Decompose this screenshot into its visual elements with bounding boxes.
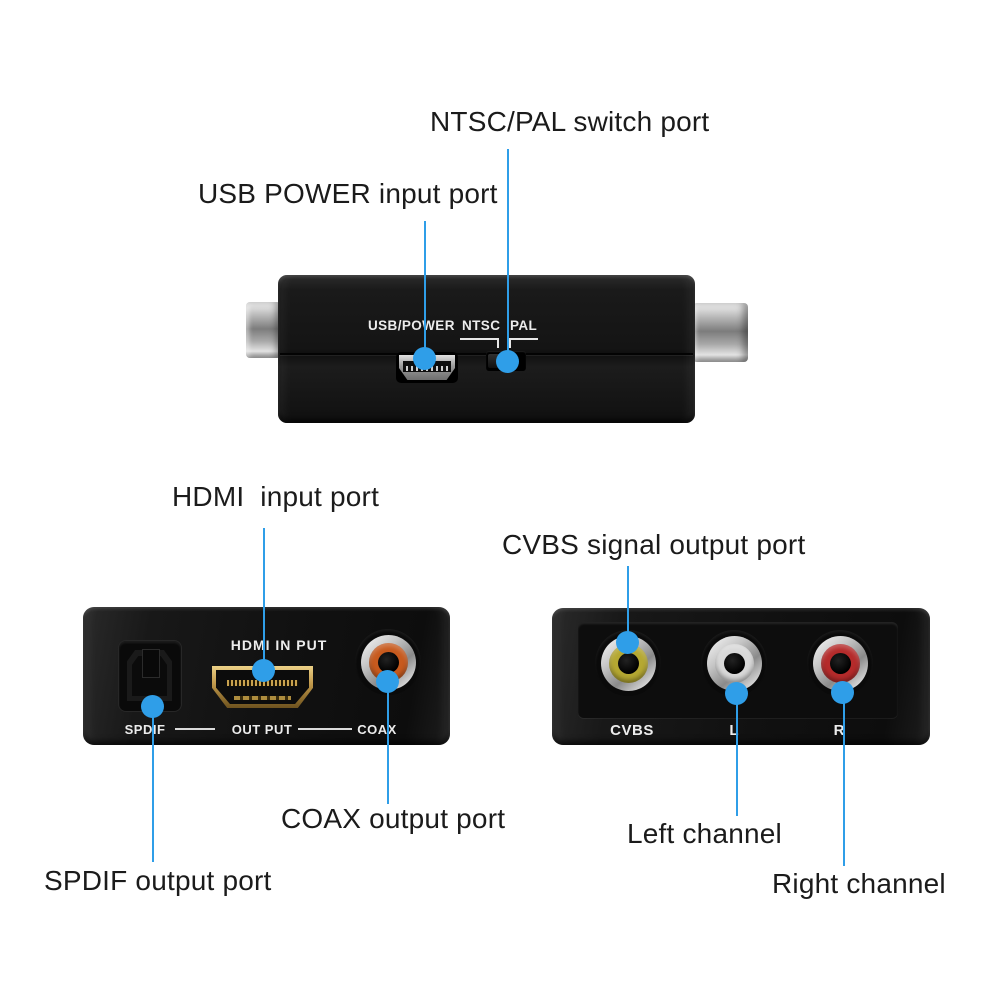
callout-dot-coax [376,670,399,693]
right-hole [829,652,851,674]
callout-line-usb-power [424,221,426,358]
l-print: L [729,722,739,739]
callout-dot-ntsc-pal [496,350,519,373]
callout-line-hdmi [263,528,265,671]
callout-left-channel-label: Left channel [627,818,782,849]
dash-left [175,728,215,730]
left-audio-rca-jack [701,630,767,696]
converter-side-view: USB/POWER NTSC PAL [278,275,695,423]
callout-dot-left-channel [725,682,748,705]
callout-line-ntsc-pal [507,149,509,361]
cvbs-rca-jack [595,630,661,696]
callout-right-channel-label: Right channel [772,868,946,899]
ntsc-print: NTSC [462,318,501,333]
callout-line-spdif [152,707,154,862]
hdmi-input-print: HDMI IN PUT [230,637,328,653]
dash-right [298,728,352,730]
callout-dot-spdif [141,695,164,718]
cvbs-hole [617,652,639,674]
spdif-optical-port [118,640,182,712]
callout-line-cvbs [627,566,629,643]
usb-power-print: USB/POWER [368,318,455,333]
hdmi-bottom-pins [234,696,291,700]
left-hole [723,652,745,674]
coax-print: COAX [357,722,397,737]
output-print: OUT PUT [231,722,293,737]
hdmi-pins [227,680,298,686]
callout-line-right-channel [843,692,845,866]
toslink-shutter [142,649,160,678]
callout-line-left-channel [736,693,738,816]
converter-back-view: CVBS L R [552,608,930,745]
hdmi-port [212,666,313,708]
callout-dot-right-channel [831,681,854,704]
rca-plug-side-right [693,303,748,362]
callout-dot-cvbs [616,631,639,654]
callout-line-coax [387,682,389,804]
callout-hdmi-input-label: HDMI input port [172,481,380,512]
callout-cvbs-output-label: CVBS signal output port [502,529,806,560]
callout-usb-power-label: USB POWER input port [198,178,498,209]
spdif-print: SPDIF [124,722,166,737]
pal-bracket-mark [509,338,538,348]
coax-hole [377,651,399,673]
pal-print: PAL [510,318,538,333]
callout-coax-output-label: COAX output port [281,803,506,834]
cvbs-print: CVBS [610,722,654,739]
r-print: R [833,722,845,739]
callout-spdif-output-label: SPDIF output port [44,865,272,896]
rca-plug-side-left [246,302,281,358]
callout-ntsc-pal-switch-label: NTSC/PAL switch port [430,106,710,137]
callout-dot-usb-power [413,347,436,370]
callout-dot-hdmi [252,659,275,682]
ntsc-bracket-mark [460,338,499,348]
